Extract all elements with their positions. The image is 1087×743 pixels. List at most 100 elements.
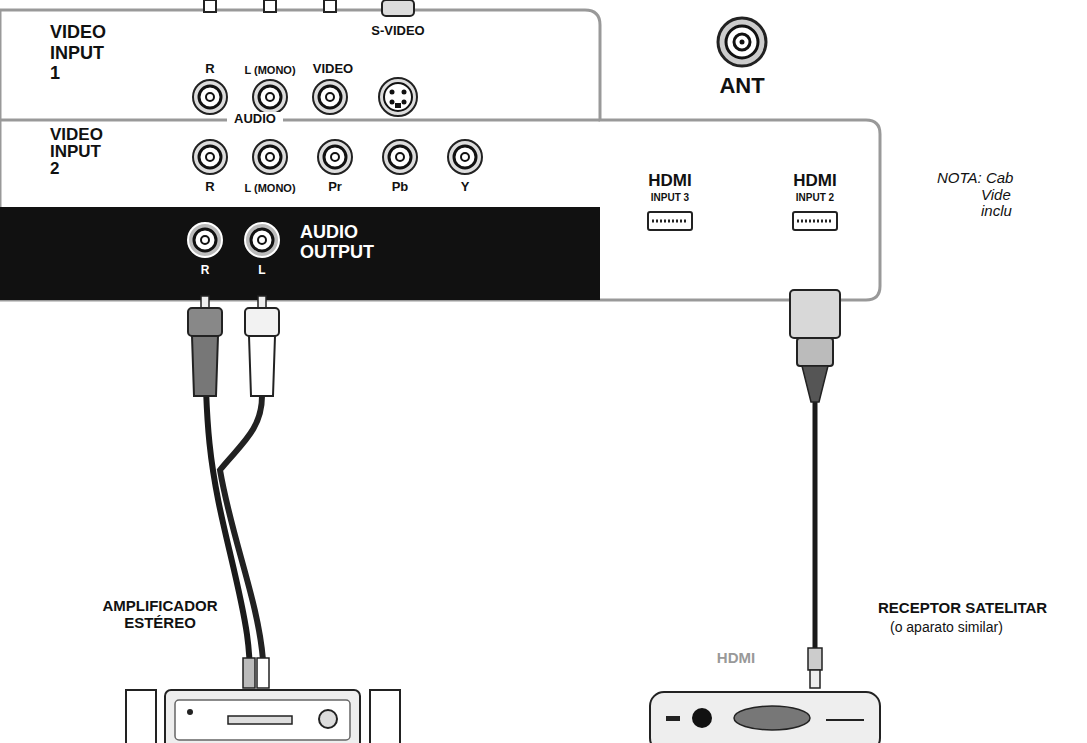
s-video-pin (402, 90, 407, 95)
rca-jack (259, 86, 281, 108)
rca-jack-pin (461, 153, 469, 161)
group-label: AUDIO (227, 112, 283, 126)
rca-jack-pin (206, 93, 214, 101)
small-hdmi-plug (808, 648, 822, 670)
jack-label: R (195, 62, 225, 76)
rca-jack (188, 223, 222, 257)
rca-plug-body (249, 336, 275, 396)
node-label: (o aparato similar) (890, 620, 1070, 635)
note-text: NOTA: Cab Vide inclu (937, 170, 1039, 220)
cable-stub (324, 0, 336, 12)
rca-plug-collar (188, 308, 222, 336)
cable-stub (204, 0, 216, 12)
rca-jack (199, 146, 221, 168)
rca-jack (318, 140, 352, 174)
jack-label: Y (450, 180, 480, 194)
jack-label: Pb (385, 180, 415, 194)
rca-jack (253, 80, 287, 114)
rca-jack (259, 146, 281, 168)
node-label: HDMI (775, 172, 855, 191)
antenna-label: ANT (707, 74, 777, 98)
rca-plug-collar (245, 308, 279, 336)
jack-label: L (247, 264, 277, 277)
hdmi-port (648, 212, 692, 230)
input-heading: VIDEO INPUT 2 (50, 126, 112, 177)
rca-jack (383, 140, 417, 174)
receiver-button (692, 708, 712, 728)
s-video-jack (384, 83, 412, 111)
rca-jack-pin (266, 93, 274, 101)
rca-jack-pin (201, 236, 209, 244)
rca-jack-pin (206, 153, 214, 161)
rca-jack (199, 86, 221, 108)
s-video-plug-stub (382, 0, 414, 16)
small-rca-plug (243, 658, 255, 688)
rca-jack (454, 146, 476, 168)
rca-jack-pin (331, 153, 339, 161)
hdmi-strain-relief (802, 366, 828, 402)
rca-jack (324, 146, 346, 168)
s-video-pin (402, 100, 407, 105)
rca-plug-body (192, 336, 218, 396)
rca-cable-wire (220, 396, 263, 660)
rca-jack-pin (258, 236, 266, 244)
audio-output-band: AUDIO OUTPUT (0, 207, 600, 300)
hdmi-input: HDMIINPUT 3 (630, 172, 710, 290)
small-hdmi-plug (810, 670, 820, 688)
jack-label: R (195, 180, 225, 194)
node-label: AMPLIFICADOR ESTÉREO (90, 598, 230, 631)
node-label: AUDIO OUTPUT (300, 223, 410, 263)
small-rca-plug (257, 658, 269, 688)
s-video-key (395, 103, 401, 108)
receiver-slot (666, 716, 680, 721)
rca-jack (313, 80, 347, 114)
jack-label: R (190, 264, 220, 277)
speaker (126, 690, 156, 743)
cable-label: HDMI (706, 650, 766, 667)
audio-output-band (0, 207, 600, 300)
receiver-body (650, 692, 880, 743)
s-video-pin (390, 100, 395, 105)
jack-label: VIDEO (303, 62, 363, 76)
amplifier-body (165, 690, 360, 743)
panel-divider (0, 119, 600, 122)
hdmi-port (793, 212, 837, 230)
antenna-jack (726, 26, 758, 58)
node-label: INPUT 2 (775, 192, 855, 203)
rca-jack (251, 229, 273, 251)
s-video-jack (379, 78, 417, 116)
receiver-panel (734, 706, 810, 730)
tv-back-panel (0, 10, 880, 300)
amplifier-led (187, 709, 193, 715)
satellite-receiver: RECEPTOR SATELITAR(o aparato similar) (650, 688, 880, 743)
receiver-line (826, 719, 864, 721)
hdmi-plug-head (790, 290, 840, 338)
rca-jack (194, 229, 216, 251)
amplifier-knob (319, 710, 337, 728)
rca-jack-pin (326, 93, 334, 101)
stereo-amplifier: AMPLIFICADOR ESTÉREO (165, 688, 360, 743)
rca-jack (193, 80, 227, 114)
hdmi-input: HDMIINPUT 2 (775, 172, 855, 290)
hdmi-port-contacts (652, 220, 688, 223)
rca-jack (319, 86, 341, 108)
antenna-jack (734, 34, 750, 50)
rca-jack (448, 140, 482, 174)
antenna-jack (718, 18, 766, 66)
hdmi-port-contacts (797, 220, 833, 223)
node-label: INPUT 3 (630, 192, 710, 203)
jack-label: L (MONO) (235, 182, 305, 194)
cable-stub (264, 0, 276, 12)
s-video-pin (390, 90, 395, 95)
amplifier-front (175, 700, 350, 740)
node-label: HDMI (630, 172, 710, 191)
rca-jack (389, 146, 411, 168)
rca-jack (245, 223, 279, 257)
speaker (370, 690, 400, 743)
jack-label: Pr (320, 180, 350, 194)
amplifier-display (228, 716, 292, 724)
rca-jack (193, 140, 227, 174)
rca-jack-pin (266, 153, 274, 161)
rca-jack-pin (396, 153, 404, 161)
node-label: RECEPTOR SATELITAR (878, 600, 1078, 617)
